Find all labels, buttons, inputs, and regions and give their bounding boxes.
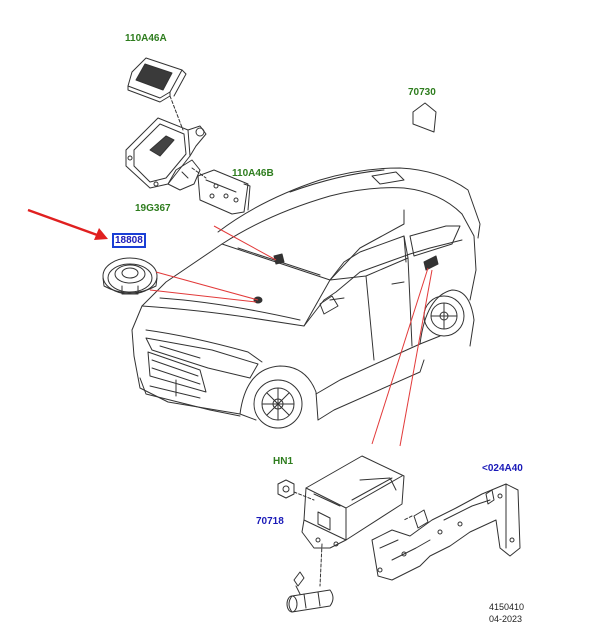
vehicle-outline <box>131 167 481 429</box>
callout-110A46A[interactable]: 110A46A <box>125 33 167 44</box>
dashed-line-nut <box>293 491 315 501</box>
leader-lines <box>149 225 433 447</box>
part-HN1-nut <box>277 479 295 499</box>
callout-19G367[interactable]: 19G367 <box>135 203 171 214</box>
part-024A40-bracket <box>371 483 521 581</box>
part-18808-speaker <box>102 257 158 295</box>
part-19G367-module <box>125 117 207 191</box>
leader-module-to-vehicle <box>213 225 277 261</box>
part-70718-module <box>301 455 405 549</box>
dashed-line-connector <box>319 543 323 587</box>
callout-18808[interactable]: 18808 <box>112 233 146 248</box>
callout-70730[interactable]: 70730 <box>408 87 436 98</box>
module-location-marker <box>273 253 285 265</box>
leader-module-right <box>399 269 433 447</box>
callout-HN1[interactable]: HN1 <box>273 456 294 467</box>
leader-speaker-bottom <box>149 289 257 303</box>
pointer-arrow <box>27 208 108 240</box>
part-70730-card <box>412 102 437 133</box>
callout-70718[interactable]: 70718 <box>256 516 284 527</box>
part-110A46A-cover <box>127 57 187 103</box>
dashed-line-module <box>191 167 207 179</box>
illustration-date: 04-2023 <box>489 614 523 624</box>
callout-024A40[interactable]: <024A40 <box>482 463 523 474</box>
dashed-line-cover <box>169 95 184 131</box>
leader-module-left <box>371 267 429 445</box>
leader-speaker-top <box>155 271 259 301</box>
connector-harness <box>286 571 334 613</box>
part-110A46B-bracket <box>197 169 251 215</box>
dashed-line-bracket <box>403 515 413 521</box>
illustration-number: 4150410 <box>489 602 525 612</box>
callout-110A46B[interactable]: 110A46B <box>232 168 274 179</box>
